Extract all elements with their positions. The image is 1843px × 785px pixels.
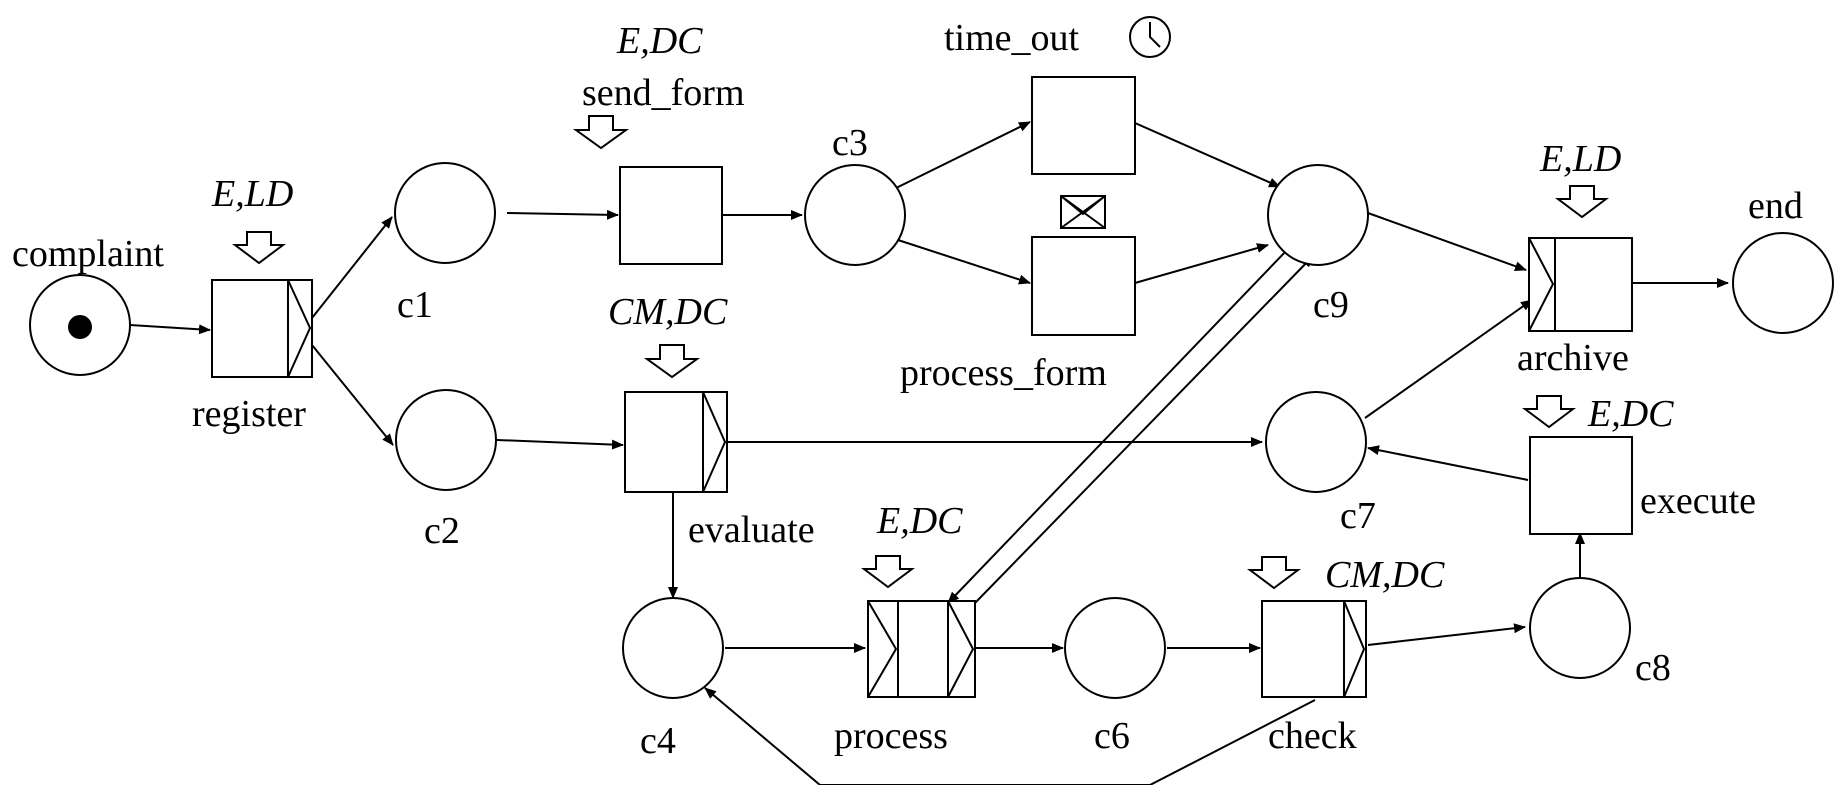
place-label-c4: c4 [640,720,676,762]
envelope-icon [1060,195,1106,229]
transition-register [211,279,313,378]
transition-label-register: register [192,393,306,435]
annotation-evaluate: CM,DC [608,291,728,333]
arc-process-c9 [974,255,1314,604]
transition-label-evaluate: evaluate [688,509,815,551]
trigger-arrow-evaluate [643,344,701,379]
transition-check [1261,600,1367,698]
place-c8 [1529,577,1631,679]
place-label-c2: c2 [424,510,460,552]
transition-label-process: process [834,715,948,757]
arc-complaint-register [129,324,211,335]
transition-execute [1529,436,1633,535]
arcs [129,121,1729,785]
arc-c2-evaluate [496,439,624,450]
arc-register-c2 [311,344,394,446]
arc-c9-process [947,249,1288,604]
place-end [1732,232,1834,334]
arc-check-c4 [704,687,1316,785]
trigger-arrow-register [232,231,286,265]
transition-label-send-form: send_form [582,72,745,114]
place-label-c1: c1 [397,284,433,326]
transition-process [867,600,976,698]
transition-time-out [1031,76,1136,175]
transition-label-check: check [1268,715,1357,757]
place-label-complaint: complaint [12,233,164,275]
arc-c9-archive [1367,212,1527,271]
transition-label-archive: archive [1517,337,1629,379]
transition-process-form [1031,236,1136,336]
annotation-archive: E,LD [1539,138,1621,180]
place-label-c3: c3 [832,122,868,164]
arc-process-form-c9 [1134,243,1269,284]
place-label-c7: c7 [1340,495,1376,537]
place-c3 [804,164,906,266]
annotation-execute: E,DC [1587,393,1674,435]
transition-evaluate [624,391,728,493]
place-c2 [395,389,497,491]
place-complaint [29,274,131,376]
clock-icon [1129,16,1171,58]
trigger-arrow-send-form [572,115,630,150]
trigger-arrow-execute [1522,395,1576,429]
arc-c3-time-out [891,121,1031,191]
place-label-c9: c9 [1313,284,1349,326]
arc-c1-send-form [506,209,619,220]
annotation-process: E,DC [876,500,963,542]
transition-label-time-out: time_out [944,17,1080,59]
trigger-arrow-process [861,555,915,589]
place-c1 [394,162,496,264]
annotation-check: CM,DC [1325,554,1445,596]
trigger-arrow-archive [1555,185,1609,219]
transition-label-execute: execute [1640,480,1756,522]
transition-send-form [619,166,723,265]
arc-register-c1 [311,216,393,319]
annotation-register: E,LD [211,173,293,215]
trigger-arrow-check [1247,556,1301,590]
arc-execute-c7 [1367,445,1529,481]
place-label-c8: c8 [1635,647,1671,689]
annotation-send-form: E,DC [616,20,703,62]
token [68,315,92,339]
arc-check-c8 [1367,623,1526,646]
place-c9 [1267,164,1369,266]
arc-c3-process-form [897,239,1031,285]
place-label-end: end [1748,185,1803,227]
place-c6 [1064,597,1166,699]
arc-time-out-c9 [1134,122,1281,188]
place-c7 [1265,391,1367,493]
place-label-c6: c6 [1094,715,1130,757]
transition-archive [1528,237,1633,332]
arc-c7-archive [1364,299,1533,419]
place-c4 [622,597,724,699]
transition-label-process-form: process_form [900,352,1107,394]
